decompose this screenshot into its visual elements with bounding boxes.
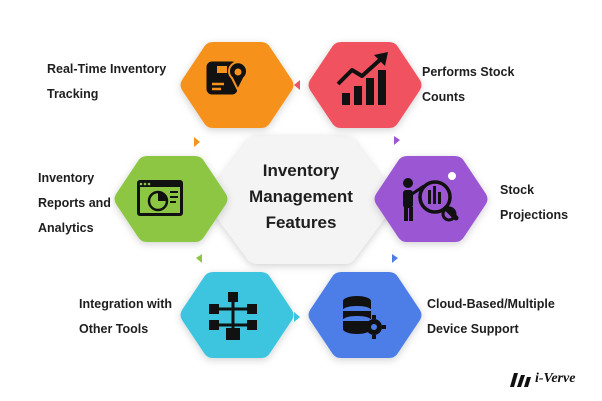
connector-arrow xyxy=(392,254,398,263)
box-location-icon xyxy=(206,61,248,95)
connector-arrow xyxy=(194,137,200,147)
connector-arrow xyxy=(294,312,300,322)
growth-chart-icon xyxy=(336,52,388,105)
database-gear-icon xyxy=(343,296,386,339)
analysis-presenter-icon xyxy=(403,172,459,222)
brand-logo: i-Verve xyxy=(508,370,575,388)
i-verve-logo-icon xyxy=(510,373,531,387)
connector-arrow xyxy=(196,254,202,263)
feature-label-reports: Inventory Reports and Analytics xyxy=(38,171,111,235)
connector-arrow xyxy=(394,136,400,145)
center-hexagon xyxy=(206,136,396,264)
feature-hexagon-integration xyxy=(180,272,294,358)
feature-hexagon-stock-counts xyxy=(308,42,422,128)
connector-arrow xyxy=(294,80,300,90)
center-title: Inventory Management Features xyxy=(249,161,353,232)
feature-label-tracking: Real-Time Inventory Tracking xyxy=(47,62,167,101)
integration-network-icon xyxy=(209,292,257,340)
feature-label-projections: Stock Projections xyxy=(500,183,569,222)
feature-label-integration: Integration with Other Tools xyxy=(79,297,173,336)
feature-label-cloud: Cloud-Based/Multiple Device Support xyxy=(427,297,555,336)
report-screen-icon xyxy=(137,180,183,216)
logo-text: i-Verve xyxy=(535,371,576,386)
feature-label-stock-counts: Performs Stock Counts xyxy=(422,65,515,104)
